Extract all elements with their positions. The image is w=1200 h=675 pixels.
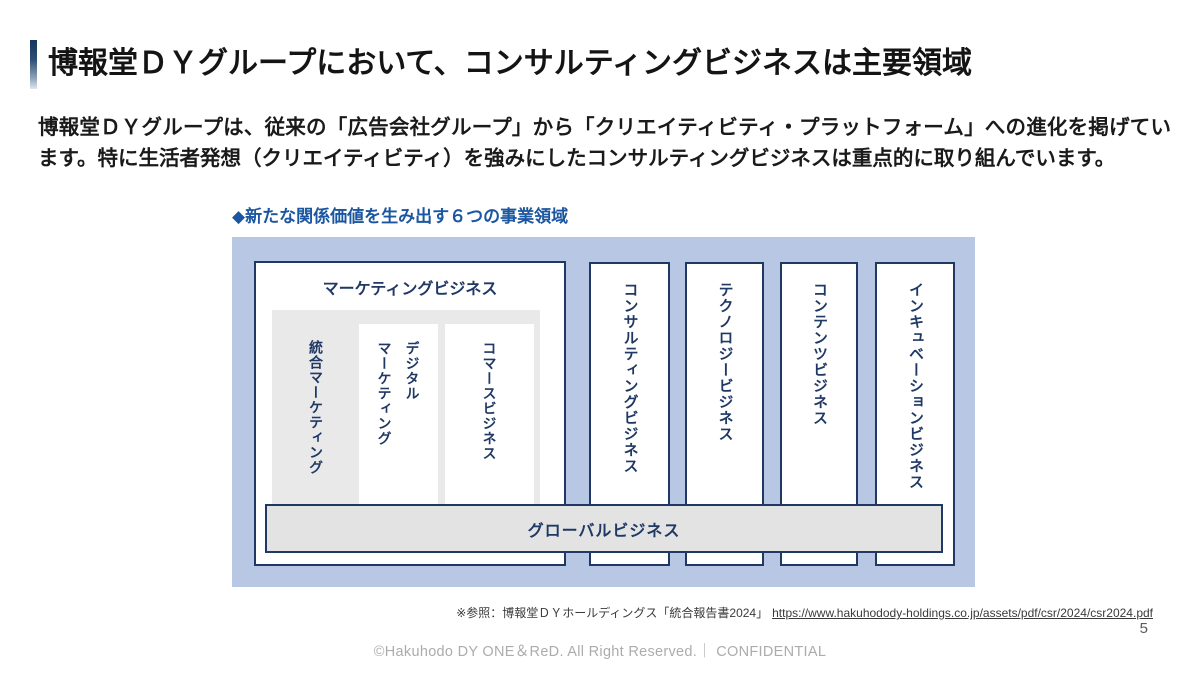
title-accent-bar (30, 40, 37, 89)
integrated-marketing-label: 統合マーケティング (308, 340, 324, 475)
contents-business-label: コンテンツビジネス (811, 282, 828, 426)
commerce-business-label: コマースビジネス (481, 341, 498, 461)
integrated-marketing-zone: 統合マーケティング (272, 310, 360, 506)
business-domains-diagram: マーケティングビジネス 統合マーケティング デジタル マーケティング コマースビ… (232, 237, 975, 587)
copyright-line: ©Hakuhodo DY ONE＆ReD. All Right Reserved… (373, 644, 827, 660)
page-title: 博報堂ＤＹグループにおいて、コンサルティングビジネスは主要領域 (48, 47, 972, 80)
digital-marketing-label: デジタル マーケティング (376, 341, 421, 446)
diagram-heading: ◆新たな関係価値を生み出す６つの事業領域 (232, 207, 569, 226)
reference-link[interactable]: https://www.hakuhodody-holdings.co.jp/as… (772, 606, 1153, 620)
commerce-business-box: コマースビジネス (445, 324, 534, 506)
page-number: 5 (1139, 620, 1148, 637)
digital-marketing-box: デジタル マーケティング (359, 324, 438, 506)
consulting-business-label: コンサルティングビジネス (621, 282, 639, 474)
incubation-business-label: インキュベーションビジネス (907, 282, 924, 490)
reference-text: ※参照：博報堂ＤＹホールディングス「統合報告書2024」 (456, 606, 769, 620)
body-paragraph: 博報堂ＤＹグループは、従来の「広告会社グループ」から「クリエイティビティ・プラッ… (38, 116, 1171, 170)
technology-business-label: テクノロジービジネス (716, 282, 734, 442)
global-business-bar: グローバルビジネス (265, 504, 943, 553)
marketing-business-label: マーケティングビジネス (322, 281, 498, 298)
marketing-business-box: マーケティングビジネス 統合マーケティング デジタル マーケティング コマースビ… (254, 261, 566, 566)
global-business-label: グローバルビジネス (527, 522, 681, 540)
reference-note: ※参照：博報堂ＤＹホールディングス「統合報告書2024」https://www.… (456, 604, 1153, 621)
incubation-business-box: インキュベーションビジネス (875, 262, 955, 566)
